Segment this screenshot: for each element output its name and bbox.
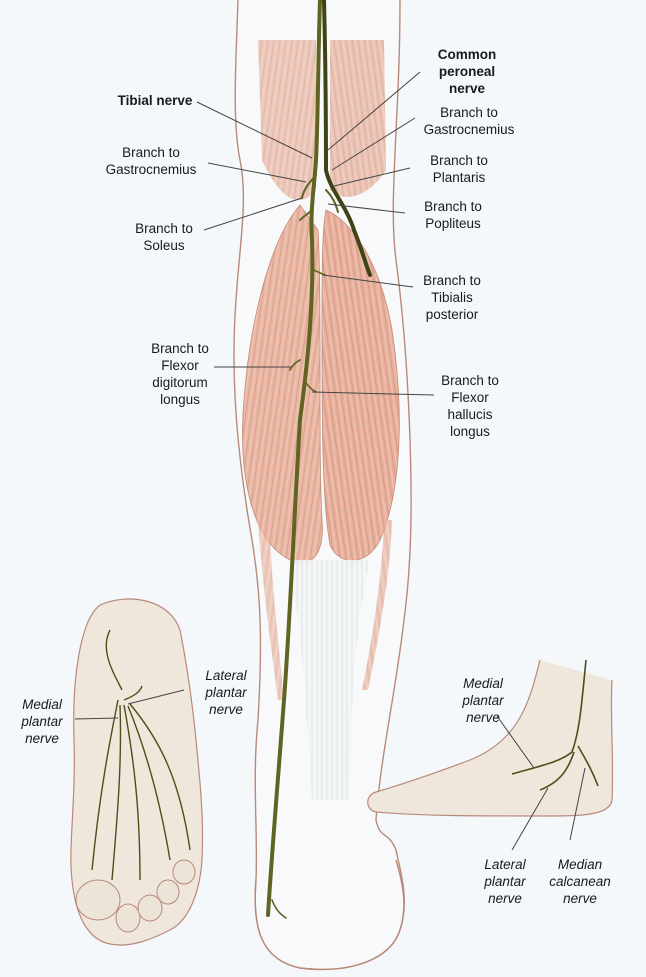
side-view-foot [367, 659, 614, 851]
label-branch-gastrocnemius-right: Branch to Gastrocnemius [423, 105, 515, 137]
label-side-medial-plantar-nerve: Medial plantar nerve [462, 676, 504, 725]
label-common-peroneal-nerve: Common peroneal nerve [437, 47, 497, 96]
label-branch-gastrocnemius-left: Branch to Gastrocnemius [105, 145, 197, 177]
label-branch-popliteus: Branch to Popliteus [424, 199, 482, 231]
leg-leader-lines [196, 71, 435, 396]
label-tibial-nerve: Tibial nerve [117, 93, 193, 108]
sole-of-foot [70, 598, 204, 946]
thigh-muscles [258, 40, 386, 200]
label-side-lateral-plantar-nerve: Lateral plantar nerve [484, 857, 526, 906]
label-branch-plantaris: Branch to Plantaris [430, 153, 488, 185]
label-sole-medial-plantar-nerve: Medial plantar nerve [21, 697, 63, 746]
label-branch-soleus: Branch to Soleus [135, 221, 193, 253]
calf-muscles [242, 204, 400, 700]
label-branch-flexor-digitorum-longus: Branch to Flexor digitorum longus [151, 341, 209, 407]
label-branch-tibialis-posterior: Branch to Tibialis posterior [423, 273, 481, 322]
label-branch-flexor-hallucis-longus: Branch to Flexor hallucis longus [441, 373, 499, 439]
achilles-tendon [290, 560, 370, 800]
label-sole-lateral-plantar-nerve: Lateral plantar nerve [205, 668, 247, 717]
tibial-nerve-path [266, 0, 372, 919]
label-side-median-calcanean-nerve: Median calcanean nerve [549, 857, 611, 906]
heel-outline [254, 859, 405, 971]
